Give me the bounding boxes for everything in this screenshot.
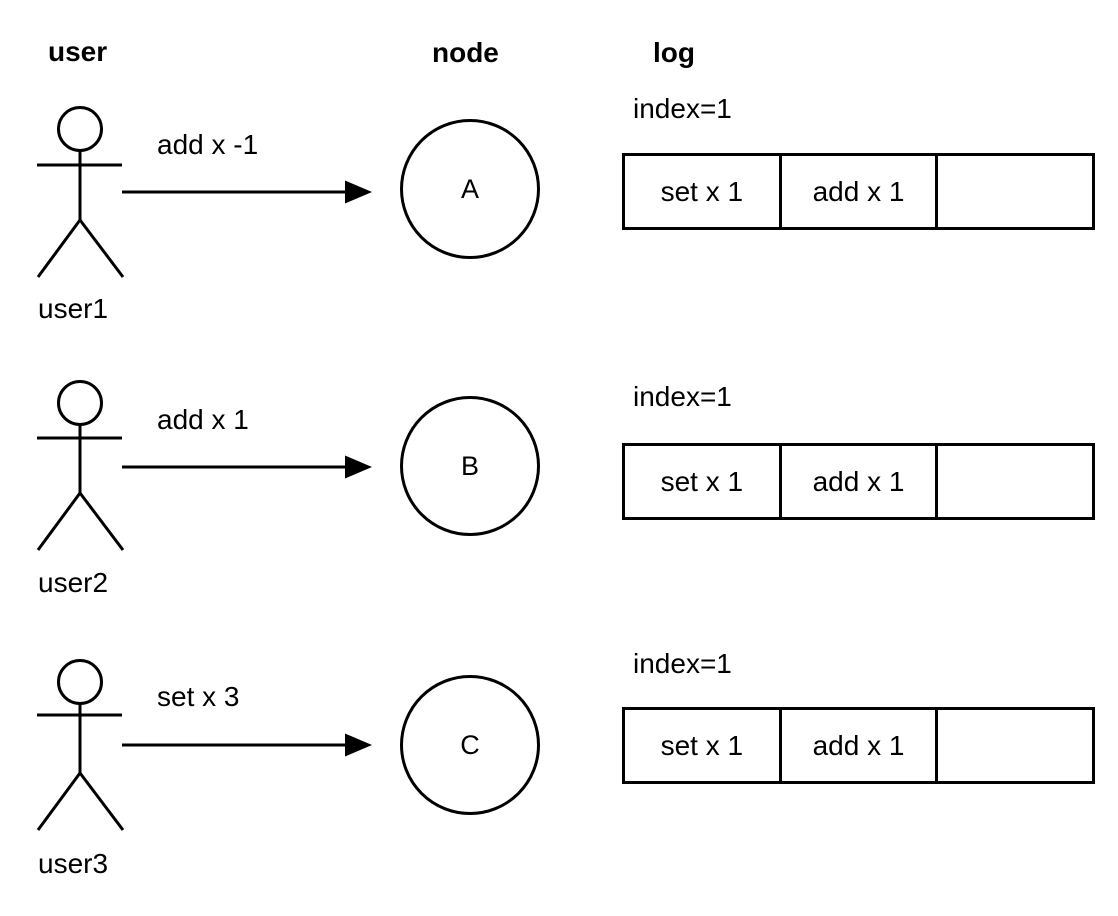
actor-icon <box>36 659 125 831</box>
node-label: B <box>460 450 479 481</box>
actor-icon <box>36 106 125 278</box>
message-label: set x 3 <box>157 681 240 712</box>
actor-label: user1 <box>38 293 109 324</box>
log-cell-text: set x 1 <box>660 729 744 761</box>
log-index-label: index=1 <box>633 93 732 124</box>
message-arrow-icon <box>122 180 372 204</box>
column-header-log: log <box>653 37 695 68</box>
log-cell: add x 1 <box>782 156 939 227</box>
message-label: add x -1 <box>157 129 259 160</box>
column-header-node: node <box>432 37 499 68</box>
node-circle: B <box>400 396 540 536</box>
message-arrow-icon <box>122 455 372 479</box>
log-cell: set x 1 <box>625 446 782 517</box>
log-cell-text: add x 1 <box>812 729 905 761</box>
node-circle: C <box>400 675 540 815</box>
actor-icon <box>36 380 125 551</box>
log-cell-text: set x 1 <box>660 465 744 497</box>
log-cell-text: add x 1 <box>812 175 905 207</box>
column-header-user: user <box>48 36 108 67</box>
log-cell: add x 1 <box>782 446 939 517</box>
log-table: set x 1 add x 1 <box>622 153 1095 230</box>
log-table: set x 1 add x 1 <box>622 443 1095 520</box>
log-cell: set x 1 <box>625 156 782 227</box>
log-cell: add x 1 <box>782 710 939 781</box>
node-circle: A <box>400 119 540 259</box>
log-cell <box>938 446 1092 517</box>
log-cell-text: set x 1 <box>660 175 744 207</box>
message-label: add x 1 <box>157 404 249 435</box>
log-table: set x 1 add x 1 <box>622 707 1095 784</box>
log-cell <box>938 156 1092 227</box>
actor-label: user2 <box>38 567 109 598</box>
node-label: C <box>460 729 480 760</box>
log-cell-text: add x 1 <box>812 465 905 497</box>
log-cell <box>938 710 1092 781</box>
actor-label: user3 <box>38 848 109 879</box>
node-label: A <box>460 173 479 204</box>
log-index-label: index=1 <box>633 648 732 679</box>
message-arrow-icon <box>122 733 372 757</box>
log-cell: set x 1 <box>625 710 782 781</box>
log-index-label: index=1 <box>633 381 732 412</box>
